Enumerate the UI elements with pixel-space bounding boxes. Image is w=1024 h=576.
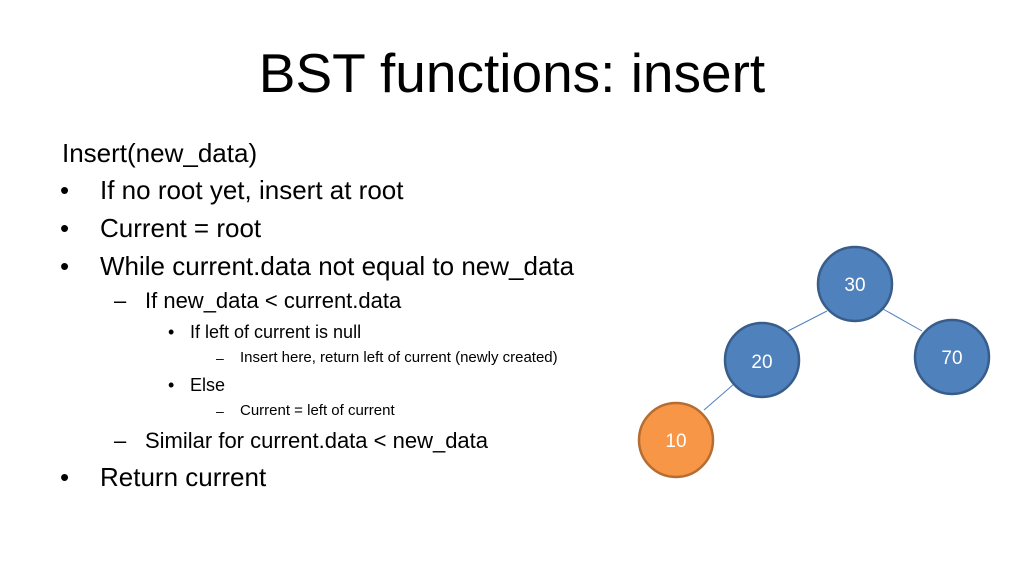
step-no-root: If no root yet, insert at root bbox=[100, 175, 404, 205]
bullet-marker: • bbox=[60, 213, 70, 243]
function-signature: Insert(new_data) bbox=[62, 138, 258, 168]
edge-30-70 bbox=[882, 308, 923, 332]
bullet-marker: • bbox=[60, 251, 70, 281]
bullet-marker: • bbox=[60, 462, 70, 492]
dash-marker: – bbox=[114, 288, 127, 313]
tree-node-label-30: 30 bbox=[844, 275, 865, 296]
step-current-left: Current = left of current bbox=[240, 402, 395, 419]
dash-marker: – bbox=[216, 350, 224, 366]
step-return-current: Return current bbox=[100, 462, 267, 492]
tree-node-label-20: 20 bbox=[751, 352, 772, 373]
tree-node-label-10: 10 bbox=[665, 431, 686, 452]
step-similar: Similar for current.data < new_data bbox=[145, 428, 489, 453]
bullet-marker: • bbox=[168, 375, 175, 395]
tree-node-10 bbox=[637, 401, 715, 479]
slide-title: BST functions: insert bbox=[258, 42, 766, 104]
step-else: Else bbox=[190, 375, 226, 395]
bullet-marker: • bbox=[60, 175, 70, 205]
step-while-loop: While current.data not equal to new_data bbox=[100, 251, 575, 281]
step-if-left-null: If left of current is null bbox=[190, 322, 362, 342]
dash-marker: – bbox=[216, 403, 224, 419]
step-insert-here: Insert here, return left of current (new… bbox=[240, 349, 558, 366]
edge-20-10 bbox=[703, 383, 735, 411]
dash-marker: – bbox=[114, 428, 127, 453]
tree-node-20 bbox=[723, 321, 801, 399]
tree-node-70 bbox=[913, 318, 991, 396]
tree-node-30 bbox=[816, 245, 894, 323]
step-if-less: If new_data < current.data bbox=[145, 288, 402, 313]
tree-node-label-70: 70 bbox=[941, 348, 962, 369]
edge-30-20 bbox=[787, 310, 828, 332]
step-current-root: Current = root bbox=[100, 213, 262, 243]
bullet-marker: • bbox=[168, 322, 175, 342]
